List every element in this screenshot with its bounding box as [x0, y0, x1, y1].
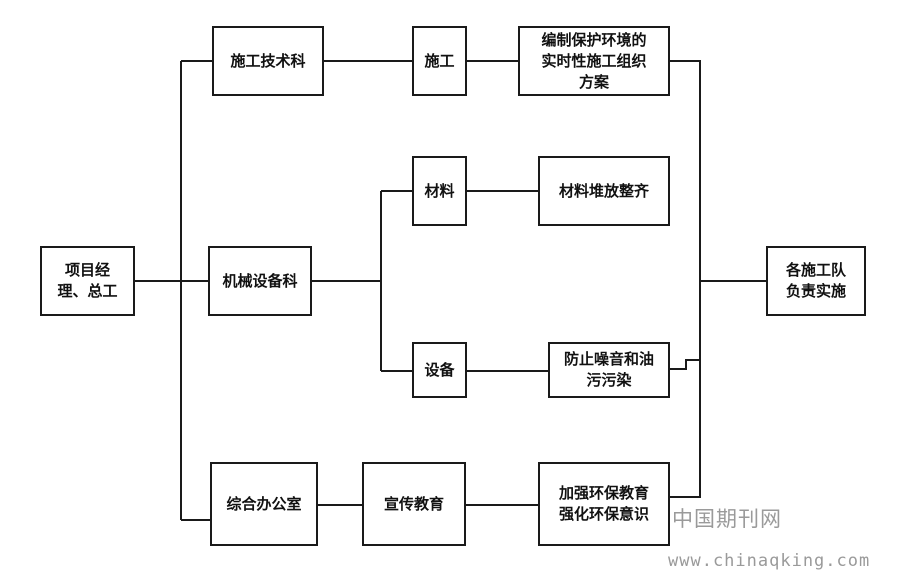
tech-dept-node: 施工技术科: [212, 26, 324, 96]
watermark-cn: 中国期刊网: [672, 507, 782, 531]
materials-node: 材料: [412, 156, 467, 226]
material-stack-node: 材料堆放整齐: [538, 156, 670, 226]
watermark-url: www.chinaqking.com: [668, 551, 871, 571]
office-node: 综合办公室: [210, 462, 318, 546]
noise-prevention-node: 防止噪音和油 污污染: [548, 342, 670, 398]
publicity-node: 宣传教育: [362, 462, 466, 546]
machine-dept-node: 机械设备科: [208, 246, 312, 316]
strengthen-education-node: 加强环保教育 强化环保意识: [538, 462, 670, 546]
project-manager-node: 项目经 理、总工: [40, 246, 135, 316]
construction-teams-node: 各施工队 负责实施: [766, 246, 866, 316]
env-plan-node: 编制保护环境的 实时性施工组织 方案: [518, 26, 670, 96]
construction-node: 施工: [412, 26, 467, 96]
equipment-node: 设备: [412, 342, 467, 398]
